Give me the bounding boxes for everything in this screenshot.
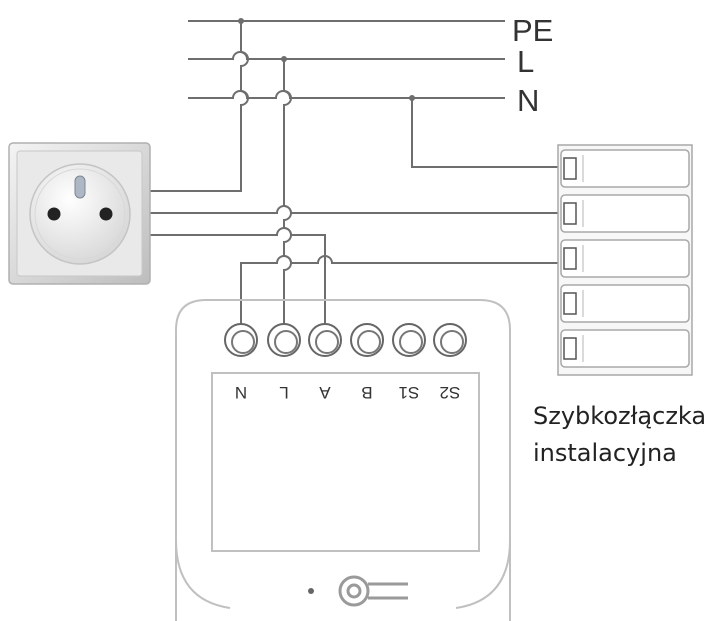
caption-line-1: Szybkozłączka	[533, 402, 707, 430]
socket-face-ring	[34, 168, 126, 260]
terminal-n	[224, 323, 258, 357]
terminal-s2	[433, 323, 467, 357]
connector-slot	[560, 329, 690, 368]
caption-line-2: instalacyjna	[533, 439, 677, 467]
relay-module: N L A B S1 S2	[175, 299, 511, 621]
status-led-dot	[308, 588, 314, 594]
quick-connector	[557, 144, 693, 376]
l-wire	[283, 59, 292, 325]
terminal-label-l: L	[279, 383, 288, 402]
terminal-l	[267, 323, 301, 357]
connector-slot	[560, 284, 690, 323]
pe-label: PE	[512, 13, 553, 48]
l-label: L	[517, 44, 534, 79]
terminal-label-s2: S2	[440, 383, 461, 402]
l-bus-line	[188, 51, 505, 60]
module-bottom-curve-right	[455, 539, 511, 609]
n-label: N	[517, 83, 539, 118]
terminal-label-a: A	[319, 383, 331, 402]
socket-hole-right	[99, 207, 113, 221]
connector-slot	[560, 149, 690, 188]
socket-hole-left	[47, 207, 61, 221]
connector-slot	[560, 239, 690, 278]
wires	[150, 21, 558, 325]
n-bus-line	[188, 90, 505, 99]
earth-pin	[74, 175, 86, 199]
module-label-panel	[211, 372, 480, 552]
socket-a-wire	[150, 227, 326, 325]
socket	[8, 142, 151, 285]
terminal-a	[308, 323, 342, 357]
terminal-label-b: B	[361, 383, 372, 402]
pe-wire	[150, 21, 249, 192]
terminal-label-n: N	[235, 383, 247, 402]
bus-lines	[188, 20, 505, 99]
socket-n-wire	[150, 205, 558, 214]
connector-slot	[560, 194, 690, 233]
socket-face	[29, 163, 131, 265]
terminal-b	[350, 323, 384, 357]
n-connector-wire	[411, 98, 558, 168]
terminal-s1	[392, 323, 426, 357]
module-outline	[175, 299, 511, 621]
terminal-label-s1: S1	[399, 383, 420, 402]
module-bottom-curve	[175, 539, 231, 609]
button-icon	[338, 575, 408, 607]
connector-caption: Szybkozłączka instalacyjna	[533, 398, 706, 472]
module-n-wire	[240, 255, 558, 325]
